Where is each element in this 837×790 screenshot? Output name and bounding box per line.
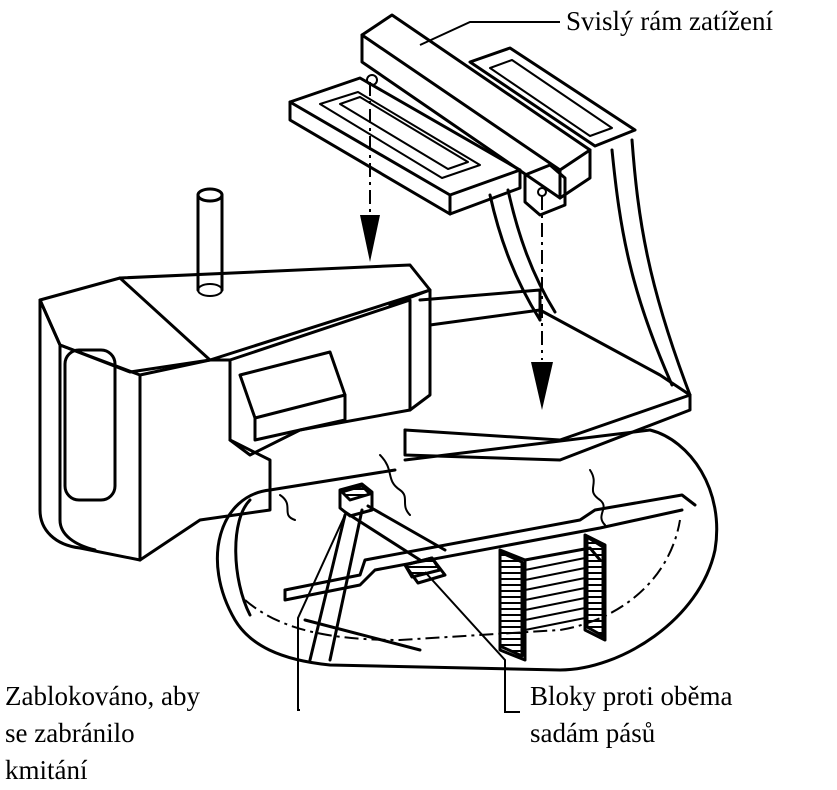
track-assembly (215, 428, 719, 672)
leader-lines (297, 21, 560, 713)
label-track-blocks-line2: sadám pásů (530, 718, 656, 748)
label-blocked-line1: Zablokováno, aby (5, 681, 200, 711)
label-vertical-load-frame: Svislý rám zatížení (566, 6, 773, 36)
label-blocked-line2: se zabránilo (5, 718, 135, 748)
track-blocks (498, 533, 607, 662)
label-blocked-line3: kmitání (5, 755, 88, 785)
load-direction-arrows (360, 82, 553, 410)
tractor-body (38, 187, 692, 562)
vertical-load-frame (288, 13, 692, 397)
label-track-blocks-line1: Bloky proti oběma (530, 681, 732, 711)
anti-oscillation-blocks (308, 482, 447, 662)
